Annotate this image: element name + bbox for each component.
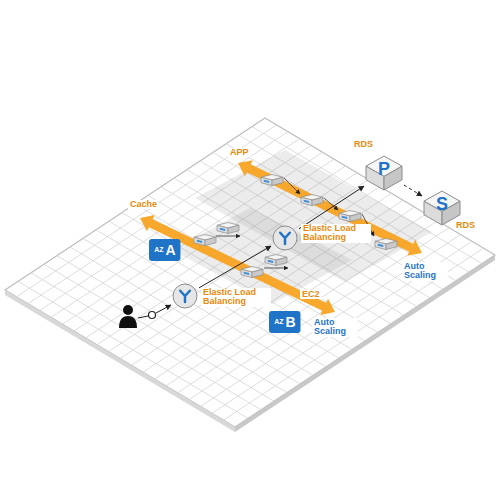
server-cube [261,175,283,186]
user-body [119,316,137,328]
server-cube [375,239,397,250]
connector [404,185,422,196]
elb-shape [173,284,197,308]
cube-left [261,177,272,185]
cube-left [375,241,386,249]
node-caption: RDS [352,140,375,149]
flow-line [264,268,288,269]
tier-label: EC2 [300,290,322,299]
elb-shape [273,226,297,250]
cube-icon [378,244,384,247]
elb-body [173,284,197,308]
cube-right [350,213,361,221]
grid-floor [5,118,495,427]
user-icon [119,305,137,328]
node-text: B [286,315,296,330]
az-shape [269,311,300,333]
user-line [138,316,148,318]
cube-right [252,269,263,277]
node-caption: Elastic Load Balancing [201,288,271,307]
user-line [156,305,171,313]
load-balancer-node: Elastic Load Balancing [273,226,297,250]
zone-rect [269,311,300,333]
cube-left [217,225,228,233]
cube-right [272,177,283,185]
server-cube [265,255,287,266]
grid-line [132,193,392,365]
flow-line [216,236,240,237]
node-text: AZ [154,246,163,253]
node-caption: Elastic Load Balancing [301,224,371,243]
elb-body [273,226,297,250]
cube-icon [264,180,270,183]
cube-right [205,237,216,245]
cube-left [241,269,252,277]
elb-icon [280,233,290,244]
zone-rect [149,239,180,261]
cube-icon [304,200,310,203]
connector [199,246,271,288]
cube-left [194,237,205,245]
cube-left [301,197,312,205]
zone-box: AZB [269,311,300,333]
database-node: RDSP [366,156,402,190]
service-label: Auto Scaling [312,318,358,337]
orange-band-arrow [238,160,422,256]
node-text: AZ [274,318,283,325]
cube-right [228,225,239,233]
flow-line [284,178,300,194]
server-cube [339,211,361,222]
server-cube [194,235,216,246]
user-endpoint [149,312,156,319]
node-caption: RDS [454,221,477,230]
cube-icon [268,260,274,263]
service-label: Auto Scaling [402,262,448,281]
node-text: A [166,243,176,258]
node-text: S [436,195,448,214]
cube-right [276,257,287,265]
cube-icon [342,216,348,219]
grid-lines [17,125,484,420]
database-node: SRDS [424,191,460,225]
user-head [123,305,133,315]
cube-left [339,213,350,221]
cube-icon [197,240,203,243]
az-shape [149,239,180,261]
cube-left [265,257,276,265]
grid-edge [5,290,235,432]
server-cube [241,267,263,278]
cube-icon [220,228,226,231]
load-balancer-node: Elastic Load Balancing [173,284,197,308]
node-text: P [378,160,390,179]
server-cube [217,223,239,234]
server-cube [301,195,323,206]
cube-icon [244,272,250,275]
cube-right [312,197,323,205]
connector [299,186,364,229]
tier-label: APP [228,148,251,157]
grid-line [166,214,426,386]
tier-label: Cache [128,200,159,209]
zone-box: AZA [149,239,180,261]
cube-right [386,241,397,249]
elb-icon [180,291,190,302]
